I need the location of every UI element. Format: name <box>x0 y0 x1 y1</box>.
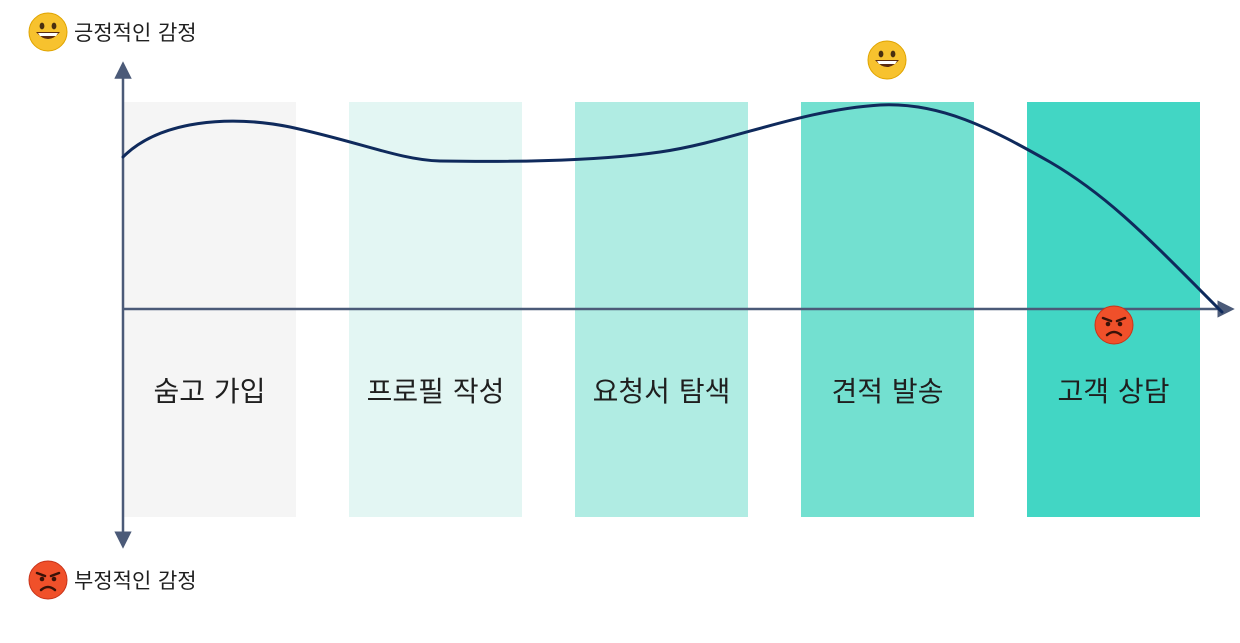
emotion-curve <box>121 103 1224 314</box>
stage-label-browse-requests: 요청서 탐색 <box>592 375 731 408</box>
stage-label-send-quote: 견적 발송 <box>831 375 944 408</box>
grinning-face-icon <box>867 40 907 80</box>
positive-emotion-legend: 긍정적인 감정 <box>28 12 197 52</box>
positive-emotion-label: 긍정적인 감정 <box>74 21 197 45</box>
grinning-face-icon <box>28 12 68 52</box>
stage-label-signup: 숨고 가입 <box>153 375 266 408</box>
stage-label-profile: 프로필 작성 <box>366 375 505 408</box>
angry-face-icon <box>28 560 68 600</box>
stage-label-consultation: 고객 상담 <box>1057 375 1170 408</box>
angry-face-icon <box>1094 305 1134 345</box>
negative-emotion-label: 부정적인 감정 <box>74 569 197 593</box>
negative-emotion-legend: 부정적인 감정 <box>28 560 197 600</box>
